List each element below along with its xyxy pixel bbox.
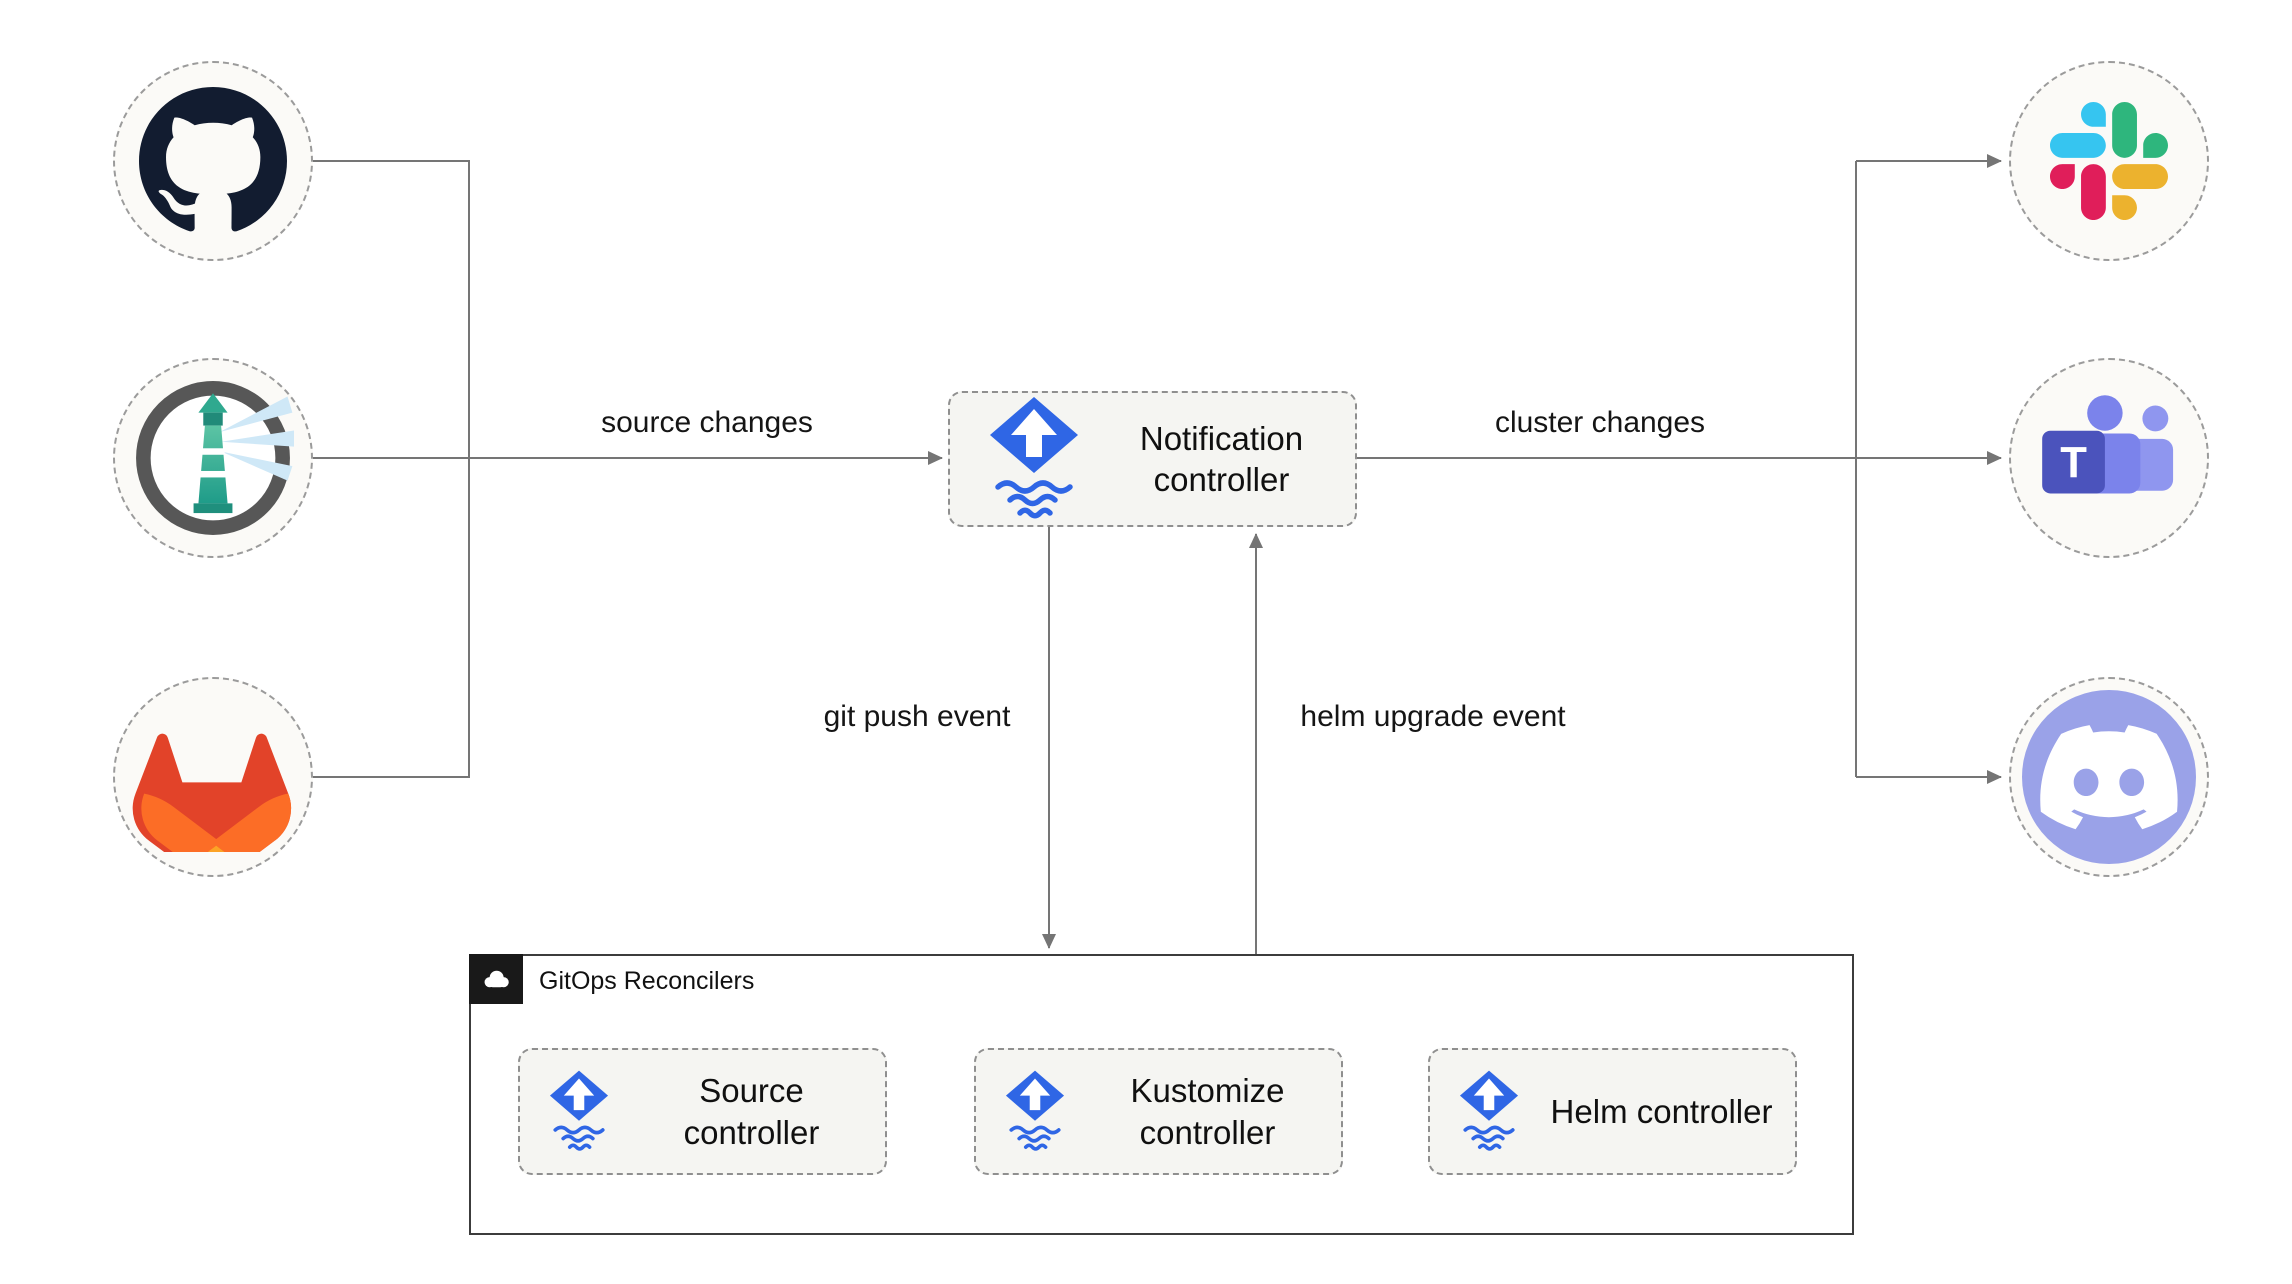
cloud-badge [469,954,523,1004]
gitlab-icon [132,733,291,852]
flux-icon [1002,1069,1068,1154]
cloud-icon [484,970,509,988]
harbor-node [113,358,313,558]
teams-icon: T [2042,395,2174,494]
helm-controller-label: Helm controller [1550,1092,1773,1130]
edge-label-cluster-changes: cluster changes [1494,406,1706,439]
github-node [113,61,313,261]
kustomize-controller-box: Kustomize controller [974,1048,1343,1175]
harbor-icon [136,381,294,535]
gitops-reconcilers-container: GitOps Reconcilers Source controller Kus… [469,954,1854,1235]
source-controller-box: Source controller [518,1048,887,1175]
helm-controller-box: Helm controller [1428,1048,1797,1175]
kustomize-controller-label: Kustomize controller [1130,1072,1285,1151]
edge-label-helm-upgrade-event: helm upgrade event [1300,700,1566,733]
gitlab-node [113,677,313,877]
slack-node [2009,61,2209,261]
edge-label-git-push-event: git push event [823,700,1011,733]
github-icon [139,87,287,232]
discord-icon [2022,690,2196,864]
edge-label-source-changes: source changes [601,406,813,439]
source-controller-label: Source controller [683,1072,820,1151]
flux-icon [984,395,1084,523]
notification-controller-box: Notification controller [948,391,1357,527]
svg-text:T: T [2060,439,2087,487]
flux-icon [1456,1069,1522,1154]
flux-icon [546,1069,612,1154]
sources-join-line [313,160,470,778]
teams-node: T [2009,358,2209,558]
gitops-title: GitOps Reconcilers [539,967,755,995]
slack-icon [2050,102,2168,220]
notification-controller-label: Notification controller [1139,419,1304,498]
discord-node [2009,677,2209,877]
